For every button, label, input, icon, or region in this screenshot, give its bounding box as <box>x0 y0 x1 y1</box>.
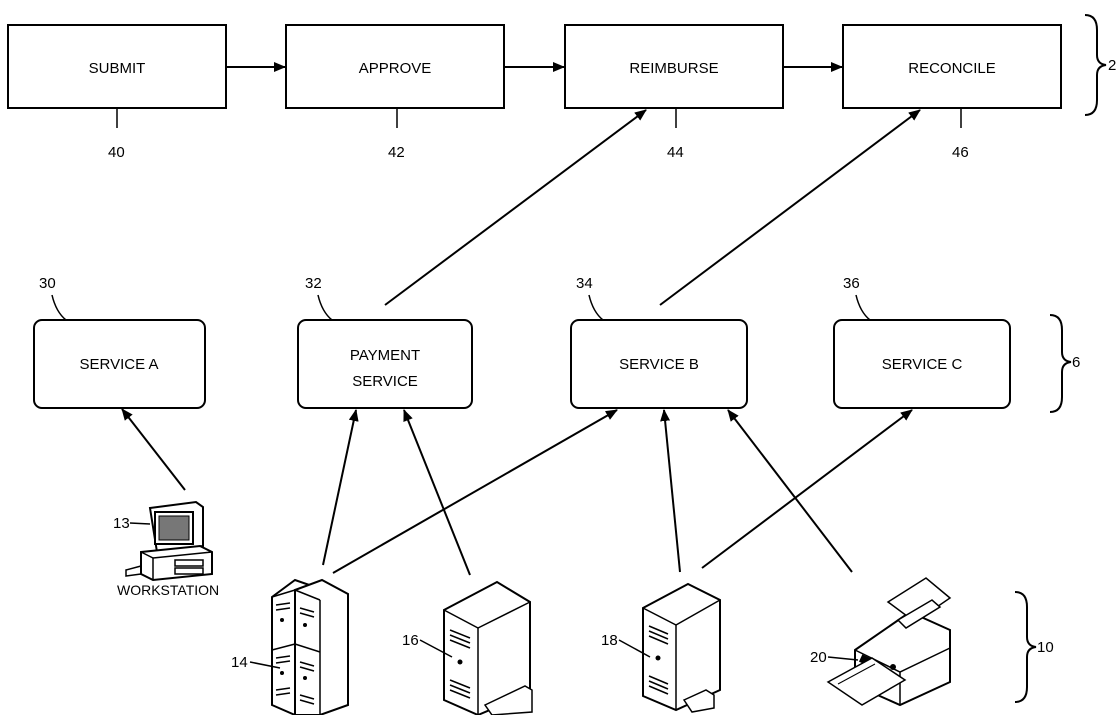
ref-numeral: 20 <box>810 649 827 666</box>
server-16-icon <box>443 580 533 715</box>
leader-line <box>618 639 651 658</box>
printer-icon <box>826 577 952 707</box>
arrow-server18-to-service-b <box>660 409 681 573</box>
group-ref-numeral: 2 <box>1108 57 1116 74</box>
payment-service-box: PAYMENT SERVICE <box>297 319 473 409</box>
ref-numeral: 16 <box>402 632 419 649</box>
ref-numeral: 13 <box>113 515 130 532</box>
service-a-box: SERVICE A <box>33 319 206 409</box>
process-step-submit: SUBMIT <box>7 24 227 109</box>
leader-line <box>419 639 453 658</box>
service-label: PAYMENT <box>350 347 420 364</box>
service-label: SERVICE <box>352 373 418 390</box>
arrow-cluster-to-service-b <box>332 409 618 574</box>
arrow-server16-to-payment <box>403 409 471 576</box>
arrow-cluster-to-payment <box>322 409 359 566</box>
ref-numeral: 32 <box>305 275 322 292</box>
server-18-icon <box>642 582 721 713</box>
service-b-box: SERVICE B <box>570 319 748 409</box>
leader-line <box>249 661 281 669</box>
arrow-payment-to-reimburse <box>384 109 647 306</box>
group-ref-numeral: 10 <box>1037 639 1054 656</box>
arrow-workstation-to-service-a <box>121 408 186 491</box>
ref-numeral: 34 <box>576 275 593 292</box>
server-cluster-icon <box>271 578 349 715</box>
leader-line <box>855 294 871 321</box>
leader-line <box>129 522 151 525</box>
ref-numeral: 44 <box>667 144 684 161</box>
process-step-label: SUBMIT <box>89 60 146 77</box>
process-step-approve: APPROVE <box>285 24 505 109</box>
ref-numeral: 30 <box>39 275 56 292</box>
arrow-serviceb-to-reconcile <box>659 109 921 306</box>
process-step-reimburse: REIMBURSE <box>564 24 784 109</box>
leader-line <box>588 294 604 321</box>
workstation-icon <box>125 500 213 582</box>
arrow-server18-to-service-c <box>701 409 913 569</box>
leader-line <box>317 294 333 321</box>
ref-numeral: 18 <box>601 632 618 649</box>
ref-numeral: 14 <box>231 654 248 671</box>
service-label: SERVICE A <box>80 356 159 373</box>
leader-line <box>827 656 859 661</box>
ref-numeral: 42 <box>388 144 405 161</box>
service-label: SERVICE B <box>619 356 699 373</box>
workstation-label: WORKSTATION <box>117 582 219 598</box>
service-label: SERVICE C <box>882 356 963 373</box>
ref-numeral: 46 <box>952 144 969 161</box>
process-step-label: REIMBURSE <box>629 60 718 77</box>
process-step-reconcile: RECONCILE <box>842 24 1062 109</box>
ref-numeral: 36 <box>843 275 860 292</box>
service-c-box: SERVICE C <box>833 319 1011 409</box>
group-ref-numeral: 6 <box>1072 354 1080 371</box>
group-bracket <box>1049 314 1072 413</box>
group-bracket <box>1014 591 1037 703</box>
group-bracket <box>1084 14 1107 116</box>
leader-line <box>51 294 67 321</box>
process-step-label: RECONCILE <box>908 60 996 77</box>
arrow-printer-to-service-b <box>727 409 853 573</box>
process-step-label: APPROVE <box>359 60 432 77</box>
ref-numeral: 40 <box>108 144 125 161</box>
